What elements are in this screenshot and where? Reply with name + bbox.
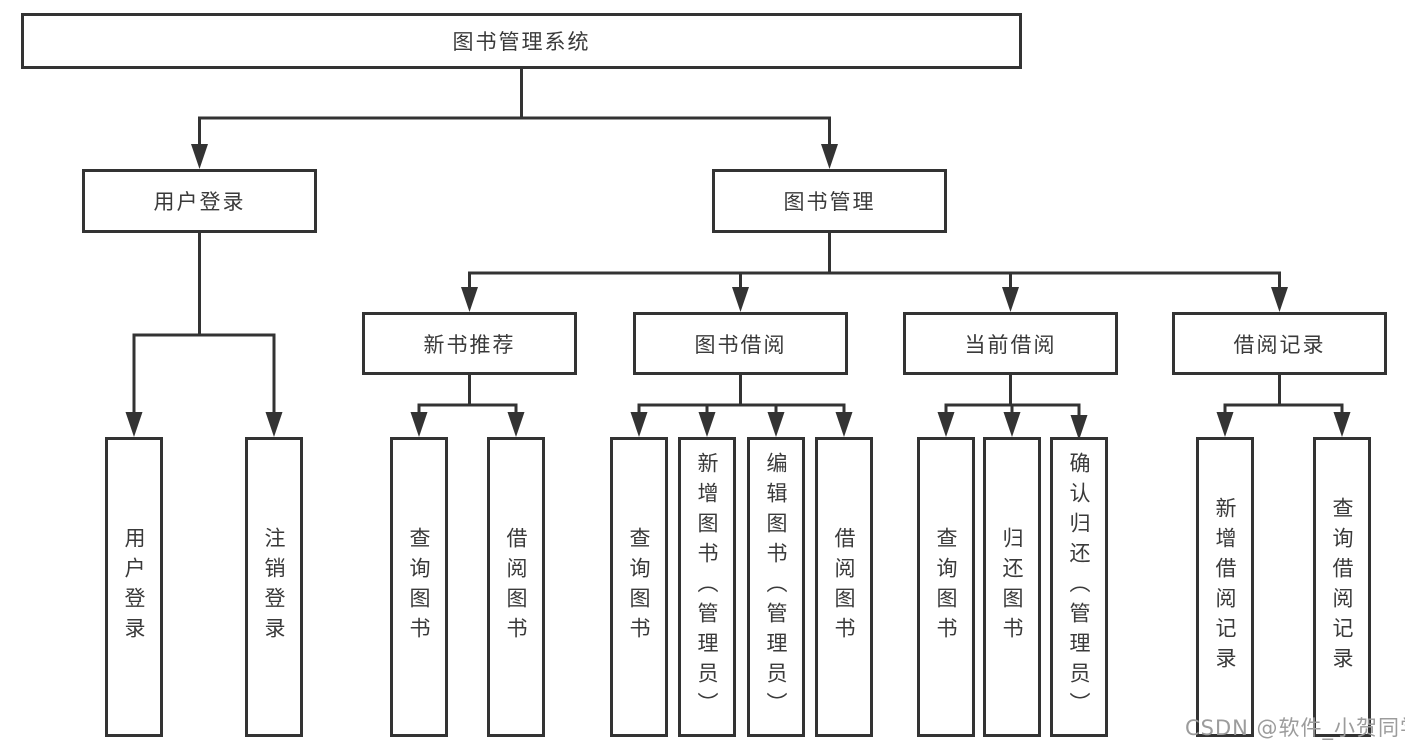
node-label: 编辑图书（管理员） (764, 452, 788, 722)
node-borrow-records: 借阅记录 (1172, 312, 1387, 375)
node-label: 新书推荐 (423, 332, 516, 357)
node-user-login: 用户登录 (82, 169, 317, 233)
node-label: 借阅图书 (504, 527, 528, 647)
node-label: 图书管理 (783, 190, 876, 214)
node-label: 新增图书（管理员） (695, 452, 719, 722)
node-label: 查询借阅记录 (1330, 497, 1354, 677)
node-label: 用户登录 (122, 527, 146, 647)
node-label: 归还图书 (1000, 527, 1024, 647)
leaf-add-borrow-record: 新增借阅记录 (1196, 437, 1254, 737)
leaf-user-login: 用户登录 (105, 437, 163, 737)
leaf-query-borrow-record: 查询借阅记录 (1313, 437, 1371, 737)
node-label: 当前借阅 (964, 332, 1057, 357)
leaf-logout: 注销登录 (245, 437, 303, 737)
node-current-borrow: 当前借阅 (903, 312, 1118, 375)
node-label: 图书管理系统 (452, 30, 591, 54)
leaf-query-books-borrow: 查询图书 (610, 437, 668, 737)
node-label: 确认归还（管理员） (1067, 452, 1091, 722)
node-book-management: 图书管理 (712, 169, 947, 233)
node-label: 用户登录 (153, 190, 246, 214)
node-label: 查询图书 (407, 527, 431, 647)
node-label: 查询图书 (934, 527, 958, 647)
csdn-watermark: CSDN @软件_小贺同学 (1185, 716, 1405, 740)
node-label: 查询图书 (627, 527, 651, 647)
leaf-confirm-return-admin: 确认归还（管理员） (1050, 437, 1108, 737)
node-new-book-recommend: 新书推荐 (362, 312, 577, 375)
leaf-add-books-admin: 新增图书（管理员） (678, 437, 736, 737)
node-label: 图书借阅 (694, 332, 787, 357)
leaf-query-books-recommend: 查询图书 (390, 437, 448, 737)
node-book-borrow: 图书借阅 (633, 312, 848, 375)
node-label: 新增借阅记录 (1213, 497, 1237, 677)
leaf-borrow-books-recommend: 借阅图书 (487, 437, 545, 737)
node-label: 借阅记录 (1233, 332, 1326, 357)
node-library-management-system: 图书管理系统 (21, 13, 1022, 69)
leaf-query-books-current: 查询图书 (917, 437, 975, 737)
leaf-edit-books-admin: 编辑图书（管理员） (747, 437, 805, 737)
leaf-borrow-books: 借阅图书 (815, 437, 873, 737)
leaf-return-books: 归还图书 (983, 437, 1041, 737)
node-label: 借阅图书 (832, 527, 856, 647)
node-label: 注销登录 (262, 527, 286, 647)
